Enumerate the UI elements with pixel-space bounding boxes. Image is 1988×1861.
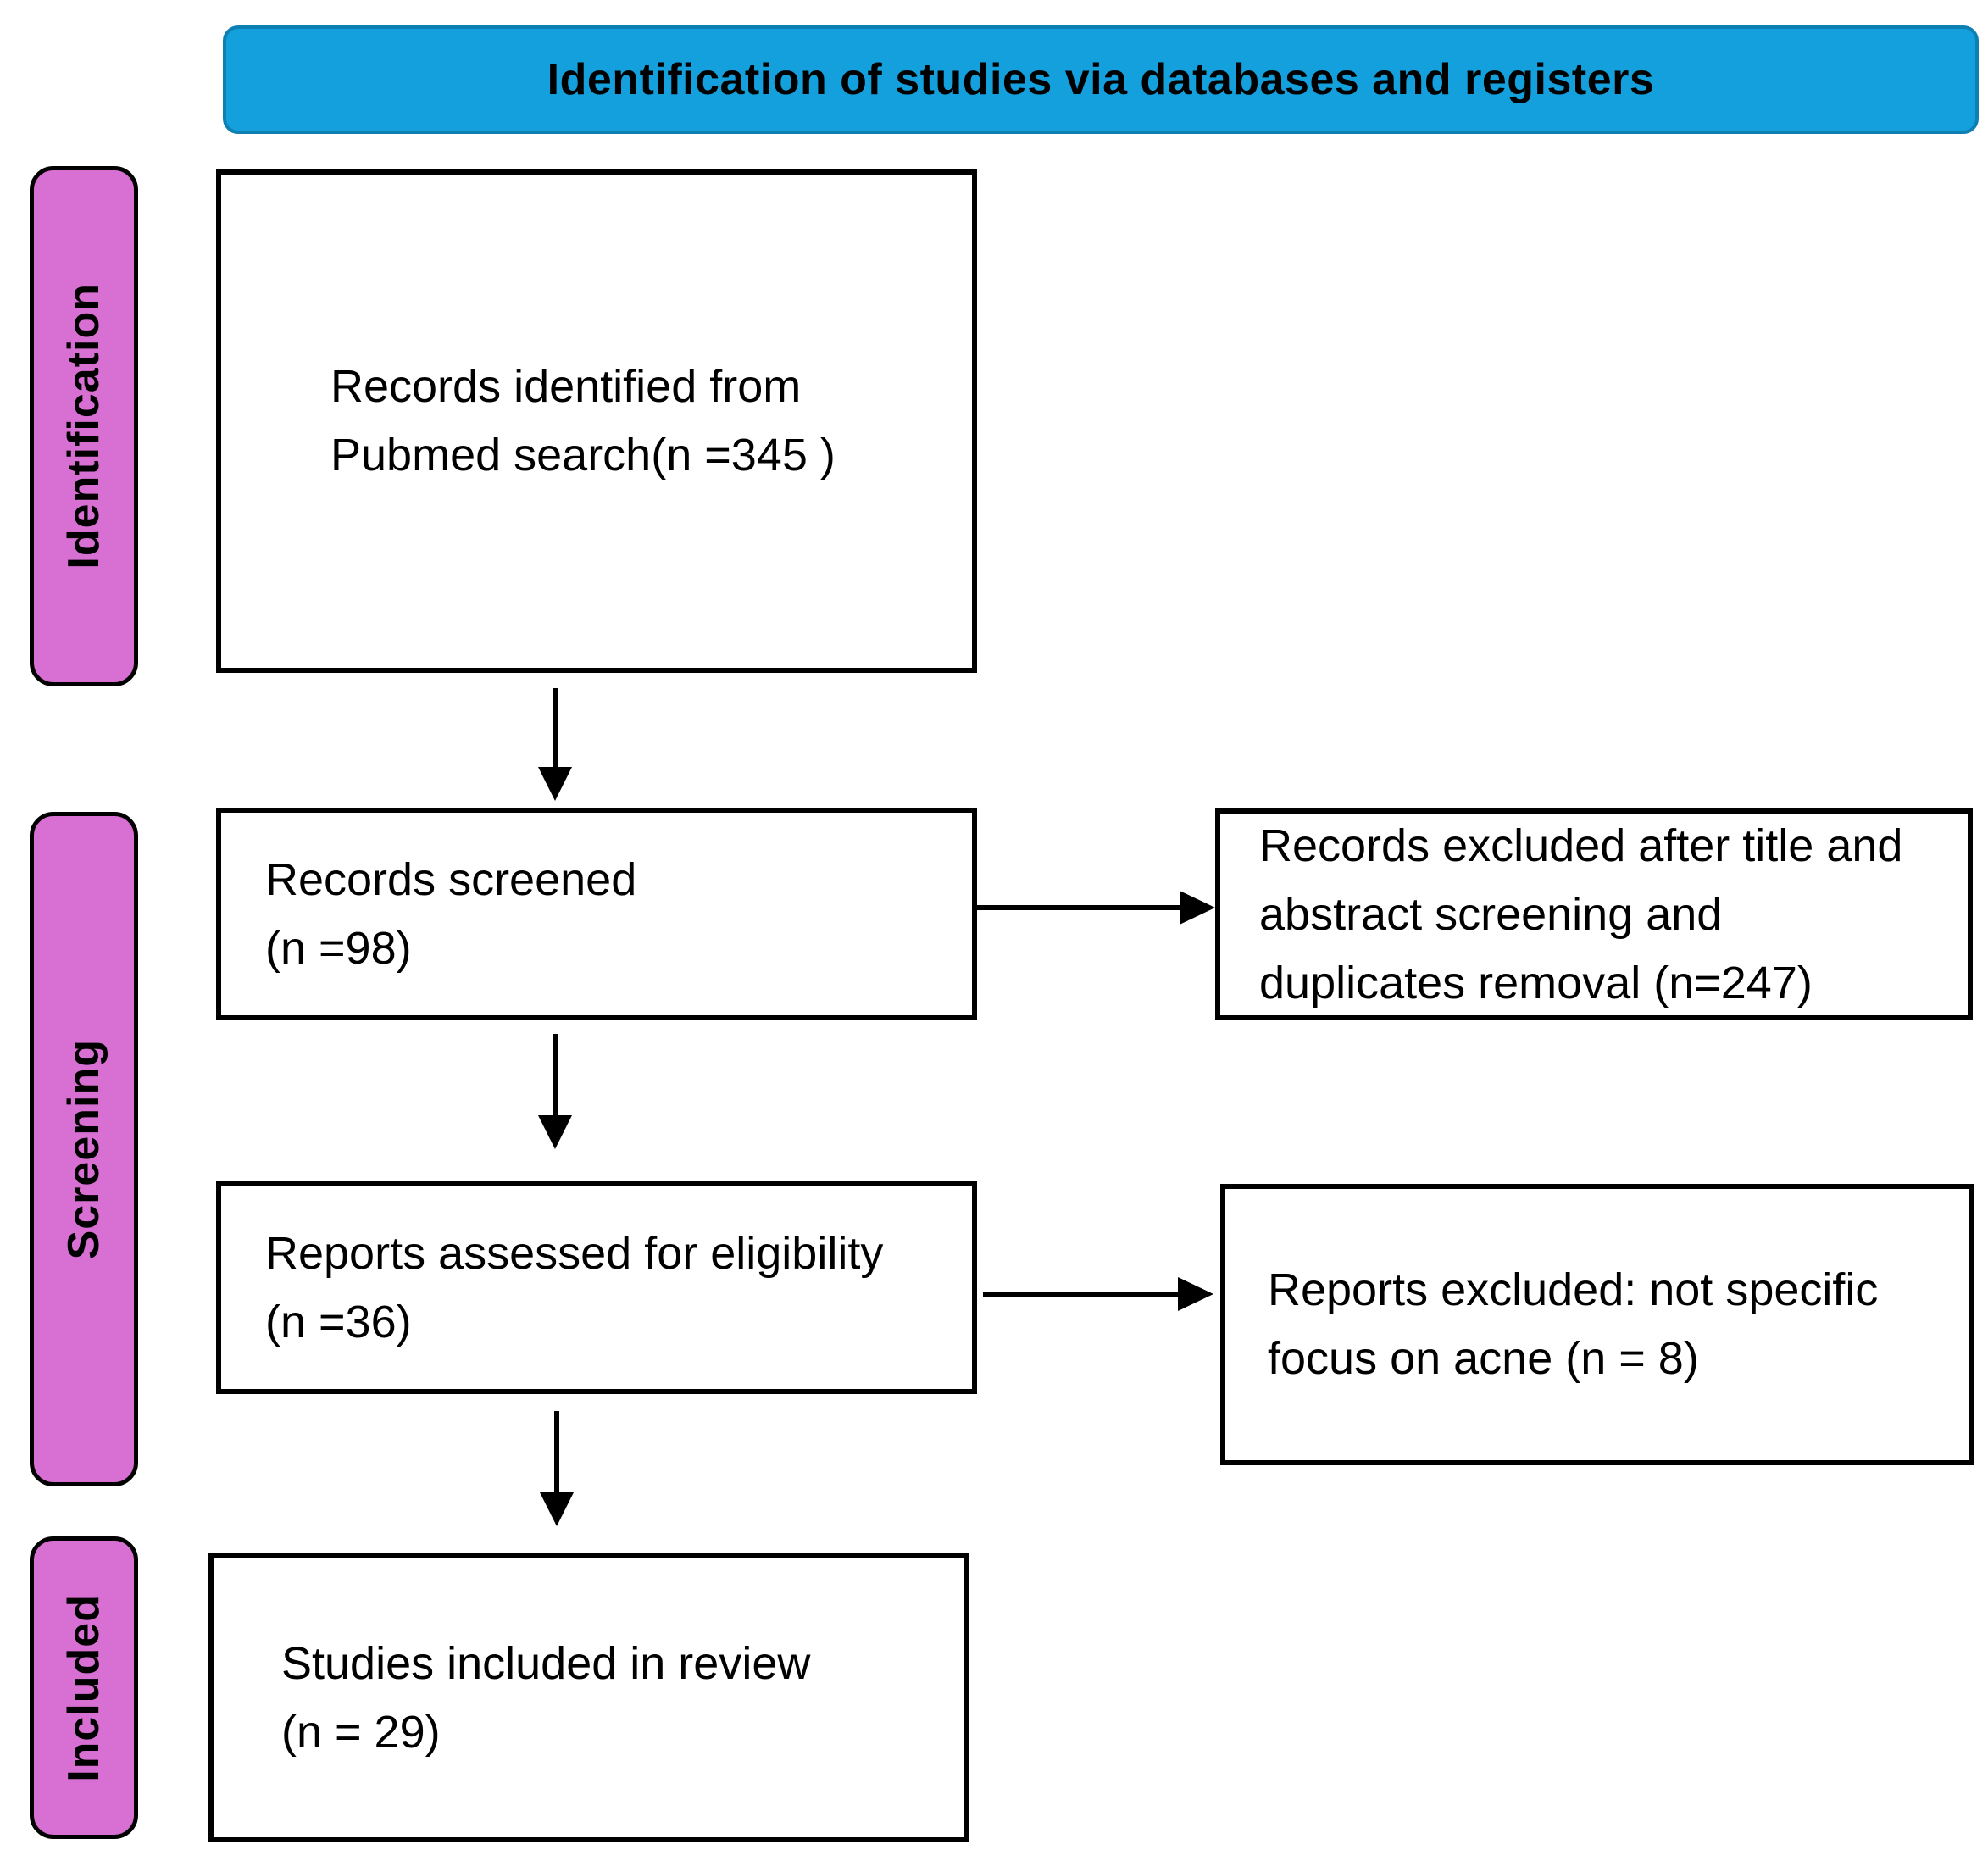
box-records-screened-text: Records screened (n =98) (265, 853, 637, 974)
stage-label-identification: Identification (30, 166, 138, 686)
box-records-screened: Records screened (n =98) (216, 808, 977, 1020)
stage-label-included: Included (30, 1536, 138, 1839)
arrow-right-head-icon (1180, 891, 1215, 925)
box-records-identified: Records identified from Pubmed search(n … (216, 169, 977, 673)
box-reports-assessed: Reports assessed for eligibility (n =36) (216, 1181, 977, 1394)
diagram-title-banner: Identification of studies via databases … (223, 25, 1979, 134)
arrow-line (553, 688, 558, 769)
box-reports-excluded-text: Reports excluded: not specific focus on … (1268, 1264, 1879, 1384)
stage-label-included-text: Included (59, 1593, 108, 1782)
box-studies-included-text: Studies included in review (n = 29) (281, 1637, 811, 1758)
stage-label-identification-text: Identification (59, 283, 108, 569)
stage-label-screening-text: Screening (59, 1038, 108, 1260)
arrow-right-head-icon (1178, 1277, 1213, 1311)
stage-label-screening: Screening (30, 812, 138, 1486)
box-records-excluded-text: Records excluded after title and abstrac… (1259, 819, 1903, 1008)
box-records-excluded: Records excluded after title and abstrac… (1215, 808, 1973, 1020)
arrow-line (553, 1034, 558, 1117)
box-reports-assessed-text: Reports assessed for eligibility (n =36) (265, 1227, 884, 1347)
box-reports-excluded: Reports excluded: not specific focus on … (1220, 1184, 1974, 1465)
box-records-identified-text: Records identified from Pubmed search(n … (330, 361, 836, 481)
arrow-down-head-icon (540, 1492, 574, 1526)
arrow-line (554, 1411, 559, 1494)
arrow-down-head-icon (538, 767, 572, 801)
arrow-line (983, 1292, 1180, 1297)
arrow-line (976, 905, 1181, 910)
box-studies-included: Studies included in review (n = 29) (208, 1553, 969, 1842)
diagram-title: Identification of studies via databases … (547, 55, 1655, 104)
arrow-down-head-icon (538, 1115, 572, 1149)
